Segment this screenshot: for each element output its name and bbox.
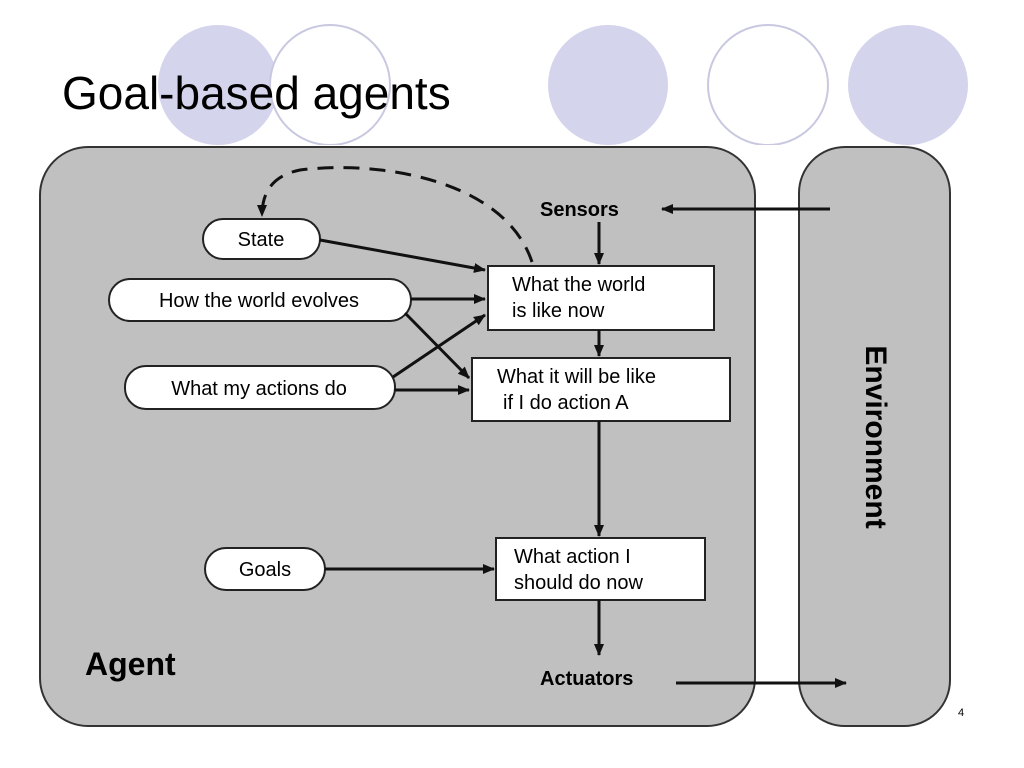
oval-goals-label: Goals [239, 559, 291, 581]
box-world-now-line1: What the world [512, 274, 645, 296]
arrow-state-to-world-now [319, 238, 486, 273]
agent-label: Agent [85, 646, 176, 682]
deco-circle-filled-1 [158, 25, 278, 145]
box-what-action: What action I should do now [495, 537, 706, 601]
oval-world-evolves-label: How the world evolves [159, 290, 359, 312]
slide-title: Goal-based agents [62, 67, 451, 119]
agent-panel [39, 146, 756, 727]
environment-panel [798, 146, 951, 727]
oval-actions-do: What my actions do [124, 365, 396, 410]
deco-circle-filled-3 [848, 25, 968, 145]
deco-circle-outline-2 [707, 24, 829, 146]
page-number: 4 [958, 707, 964, 719]
oval-actions-do-label: What my actions do [171, 378, 347, 400]
arrow-evolves-to-if-action [403, 311, 471, 380]
oval-state-label: State [238, 229, 285, 251]
oval-world-evolves: How the world evolves [108, 278, 412, 322]
box-what-action-line1: What action I [514, 546, 631, 568]
oval-goals: Goals [204, 547, 326, 591]
arrow-world-now-to-state-dashed [257, 166, 534, 263]
deco-circle-filled-2 [548, 25, 668, 145]
box-if-action-line1: What it will be like [497, 366, 656, 388]
box-world-now-line2: is like now [512, 300, 605, 322]
oval-state: State [202, 218, 321, 260]
box-if-action: What it will be like if I do action A [471, 357, 731, 422]
box-world-now: What the world is like now [487, 265, 715, 331]
box-what-action-line2: should do now [514, 572, 644, 594]
environment-label: Environment [859, 345, 892, 528]
arrows [257, 166, 847, 688]
sensors-label: Sensors [540, 199, 619, 221]
arrow-actions-to-world-now [392, 313, 486, 379]
box-if-action-line2: if I do action A [503, 392, 629, 414]
actuators-label: Actuators [540, 668, 633, 690]
